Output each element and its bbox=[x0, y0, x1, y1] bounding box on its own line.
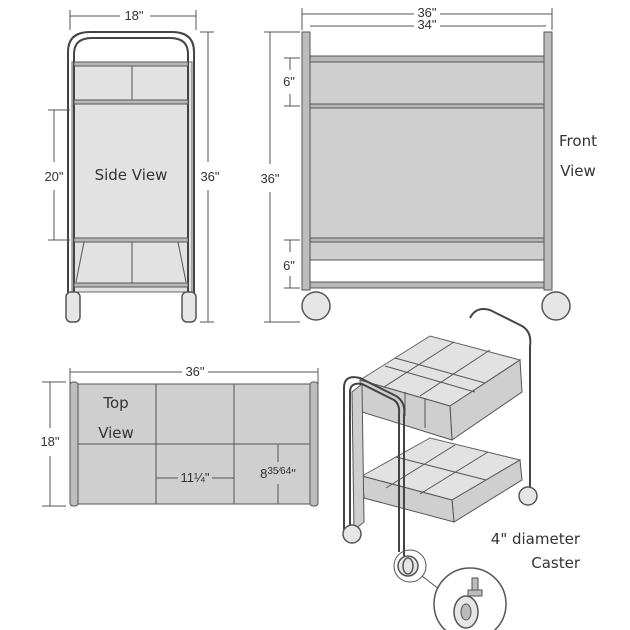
caster-label-line1: 4" diameter bbox=[491, 530, 581, 548]
top-view: 36" 18" 11¼" 835⁄64" Top View bbox=[40, 364, 319, 507]
front-caster-left bbox=[301, 291, 331, 321]
front-top-shelf-dim: 6" bbox=[283, 74, 295, 89]
front-view-label-line2: View bbox=[560, 162, 596, 180]
front-outer-width-dim: 36" bbox=[417, 5, 436, 20]
side-frame-inner bbox=[73, 37, 189, 300]
side-caster-left bbox=[65, 291, 81, 323]
iso-caster-1 bbox=[342, 524, 362, 544]
top-view-label-line2: View bbox=[98, 424, 134, 442]
caster-callout-ring bbox=[393, 549, 427, 583]
side-frame bbox=[67, 31, 195, 300]
front-post-right bbox=[543, 31, 553, 291]
side-view: 18" 20" 36" Side View bbox=[44, 8, 220, 323]
top-view-label-line1: Top bbox=[102, 394, 128, 412]
front-height-dim: 36" bbox=[260, 171, 279, 186]
front-caster-right bbox=[541, 291, 571, 321]
iso-caster-3 bbox=[518, 486, 538, 506]
front-view: 36" 34" 36" 6" 6" Front bbox=[260, 5, 597, 323]
front-bottom-shelf-dim: 6" bbox=[283, 258, 295, 273]
top-cell-depth-dim: 835⁄64" bbox=[260, 466, 296, 481]
front-inner-width-dim: 34" bbox=[417, 17, 436, 32]
top-depth-dim: 18" bbox=[40, 434, 59, 449]
isometric-view: 4" diameter Caster bbox=[342, 308, 581, 630]
top-width-dim: 36" bbox=[185, 364, 204, 379]
side-inner-dim: 20" bbox=[44, 169, 63, 184]
side-width-dim: 18" bbox=[124, 8, 143, 23]
front-panel bbox=[309, 59, 545, 261]
side-height-dim: 36" bbox=[200, 169, 219, 184]
front-post-left bbox=[301, 31, 311, 291]
side-view-label: Side View bbox=[95, 166, 168, 184]
iso-frame-front bbox=[343, 376, 406, 556]
side-caster-right bbox=[181, 291, 197, 323]
caster-label-line2: Caster bbox=[531, 554, 581, 572]
front-view-label-line1: Front bbox=[559, 132, 597, 150]
top-cell-width-dim: 11¼" bbox=[181, 470, 210, 485]
